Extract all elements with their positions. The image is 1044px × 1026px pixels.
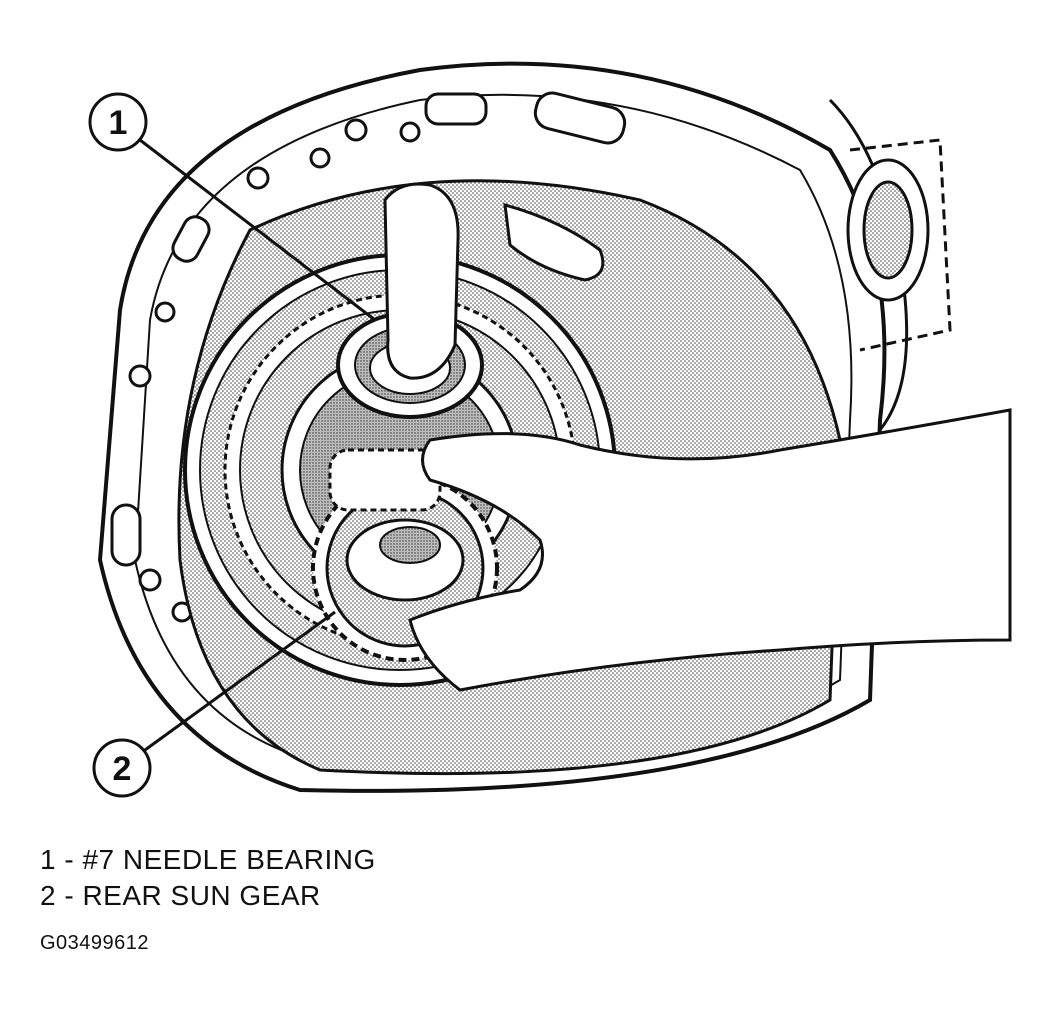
figure-id: G03499612 (40, 932, 150, 954)
legend-item-needle-bearing: 1 - #7 NEEDLE BEARING (40, 844, 376, 875)
rear-sun-gear (311, 448, 499, 662)
legend-item-rear-sun-gear: 2 - REAR SUN GEAR (40, 880, 321, 911)
callout-2: 2 (92, 610, 336, 798)
hand (408, 408, 1012, 692)
callout-1-number: 1 (109, 104, 128, 142)
finger-upper (503, 202, 605, 282)
bolt-holes (128, 118, 774, 717)
case-cutaway (828, 98, 952, 431)
legend: 1 - #7 NEEDLE BEARING 2 - REAR SUN GEAR (40, 842, 376, 914)
plate-slots (110, 91, 627, 567)
finger (383, 182, 460, 380)
transmission-illustration: 1 2 (88, 61, 1012, 798)
callout-2-number: 2 (113, 750, 132, 788)
callout-1: 1 (88, 92, 376, 322)
